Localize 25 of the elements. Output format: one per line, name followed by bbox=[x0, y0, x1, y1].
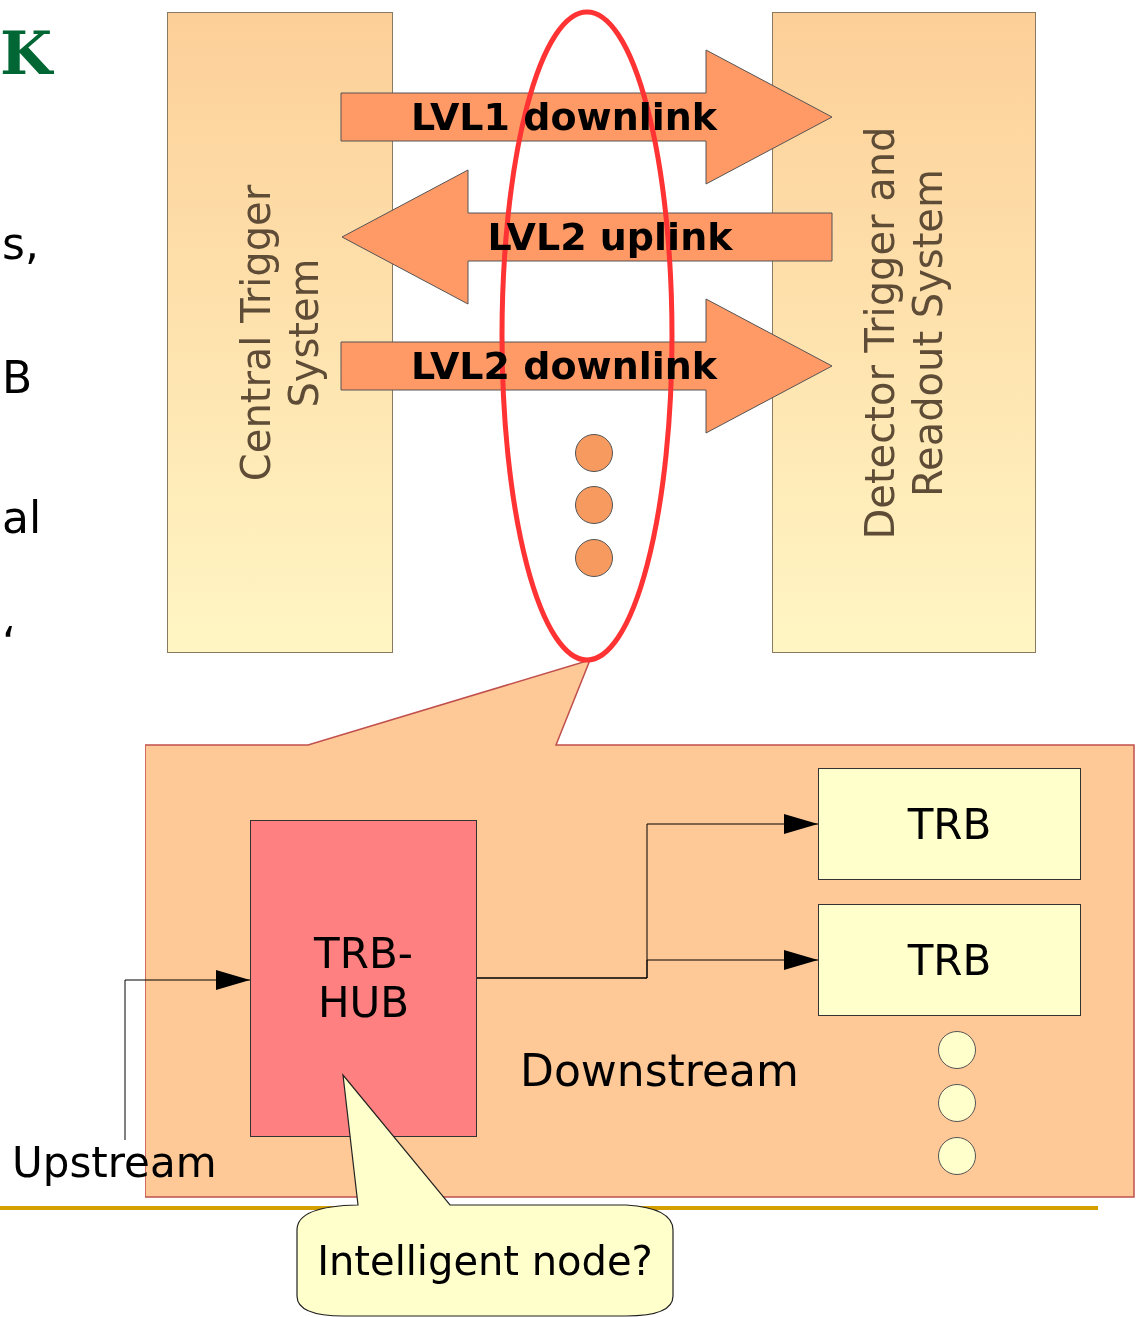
system-block bbox=[167, 12, 393, 653]
block-arrow bbox=[340, 49, 833, 185]
ellipsis-dot bbox=[575, 539, 613, 577]
arrow-label: LVL1 downlink bbox=[410, 95, 718, 139]
arrow-label: LVL2 downlink bbox=[410, 344, 718, 388]
block-arrow bbox=[341, 169, 833, 305]
connector-arrow bbox=[476, 950, 819, 979]
bubble-text: Intelligent node? bbox=[316, 1238, 654, 1284]
region-label: Downstream bbox=[520, 1045, 799, 1096]
connector-arrow bbox=[124, 970, 251, 1141]
system-block bbox=[772, 12, 1036, 653]
board-module: TRB bbox=[818, 768, 1081, 880]
board-module: TRB bbox=[818, 904, 1081, 1016]
text-fragment: s, bbox=[2, 218, 39, 269]
arrow-label: LVL2 uplink bbox=[487, 215, 733, 259]
hub-module: TRB-HUB bbox=[250, 820, 477, 1137]
block-label: Detector Trigger and Readout System bbox=[856, 125, 952, 541]
text-fragment: al bbox=[2, 492, 42, 543]
block-label: Central Trigger System bbox=[232, 183, 328, 483]
text-fragment: ‘ bbox=[2, 618, 16, 669]
block-arrow bbox=[340, 298, 833, 434]
ellipsis-dot bbox=[575, 434, 613, 472]
text-fragment: B bbox=[2, 352, 33, 403]
ellipsis-dot bbox=[575, 486, 613, 524]
title-fragment: K bbox=[0, 18, 53, 88]
